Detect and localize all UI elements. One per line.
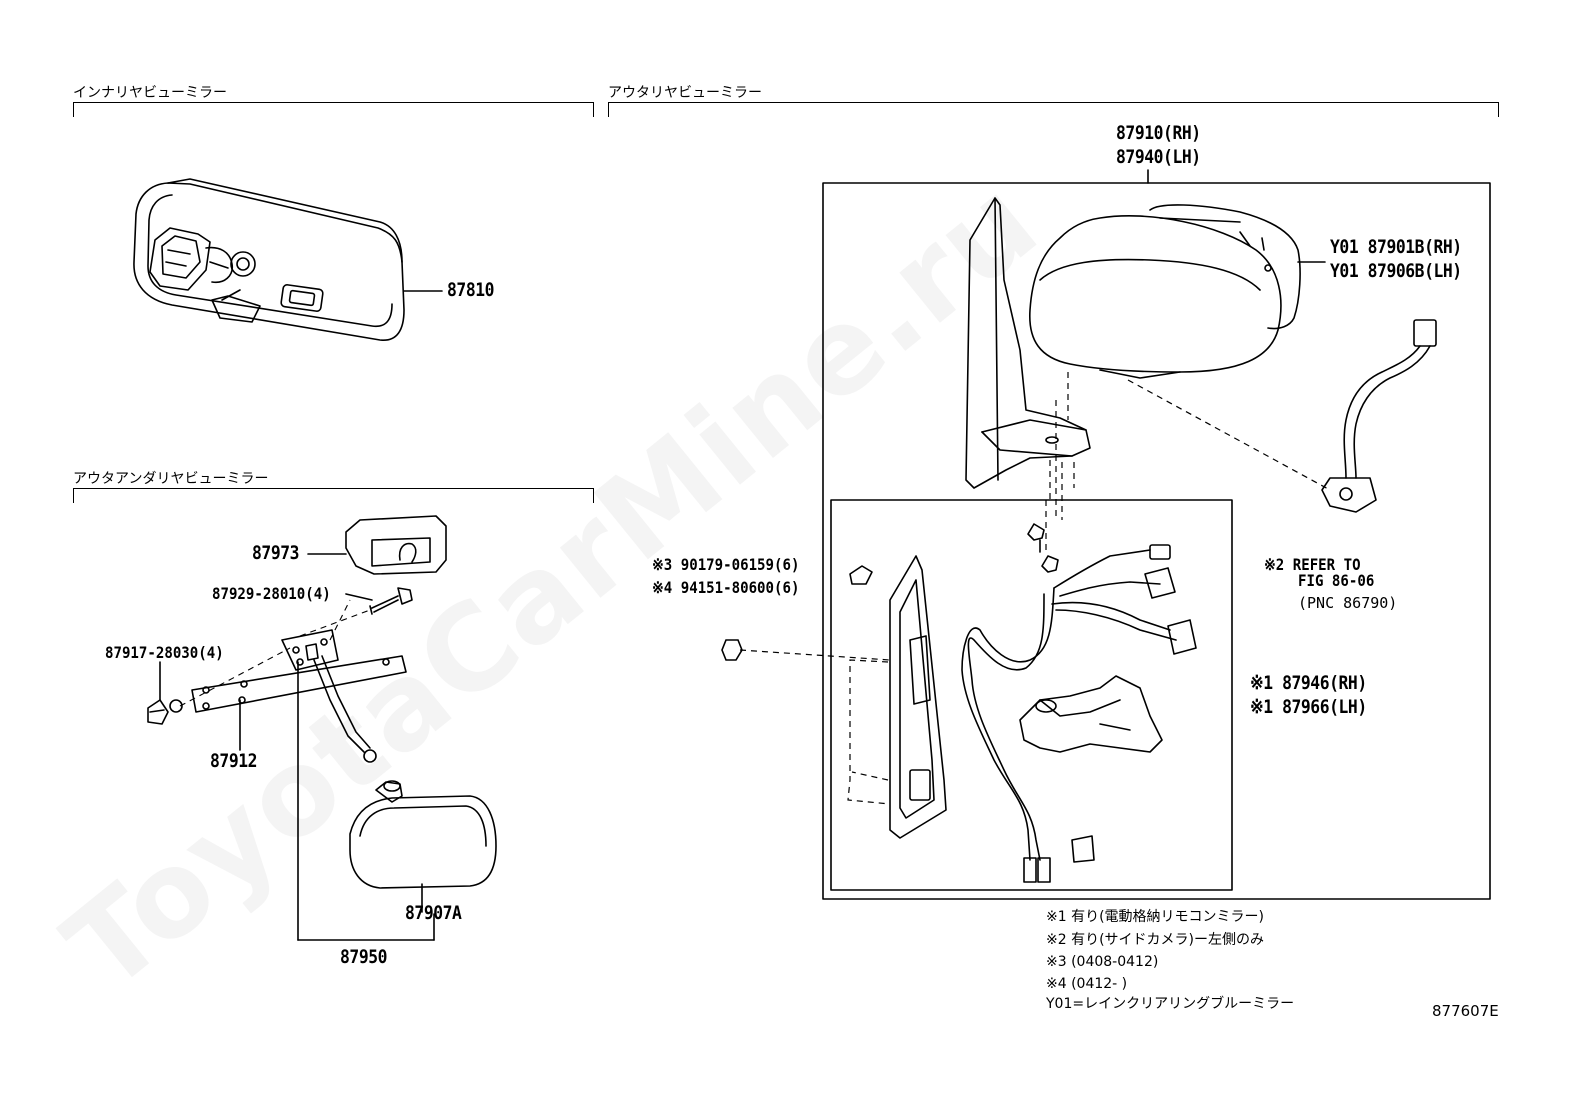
part-87910-rh: 87910(RH) xyxy=(1116,122,1201,144)
part-87912: 87912 xyxy=(210,750,258,772)
section-bracket xyxy=(73,102,594,117)
section-under-title: アウタアンダリヤビューミラー xyxy=(73,471,269,487)
part-87906b-lh: Y01 87906B(LH) xyxy=(1330,260,1462,282)
note-1: ※1 有り(電動格納リモコンミラー) xyxy=(1046,909,1265,925)
part-87950: 87950 xyxy=(340,946,388,968)
section-outer-mirror: アウタリヤビューミラー xyxy=(608,82,1499,122)
part-87940-lh: 87940(LH) xyxy=(1116,146,1201,168)
refer-line-2: FIG 86-06 xyxy=(1298,571,1375,590)
inner-mirror-drawing xyxy=(133,178,443,341)
part-87973: 87973 xyxy=(252,542,300,564)
note-2: ※2 有り(サイドカメラ)ー左側のみ xyxy=(1046,932,1265,948)
part-94151: ※4 94151-80600(6) xyxy=(652,578,800,597)
outer-mirror-frame xyxy=(822,182,1491,900)
part-87917: 87917-28030(4) xyxy=(105,643,224,662)
note-5: Y01=レインクリアリングブルーミラー xyxy=(1046,996,1295,1012)
part-87810: 87810 xyxy=(447,279,495,301)
part-87901b-rh: Y01 87901B(RH) xyxy=(1330,236,1462,258)
part-90179: ※3 90179-06159(6) xyxy=(652,555,800,574)
section-bracket xyxy=(608,102,1499,117)
part-87946-rh: ※1 87946(RH) xyxy=(1250,672,1367,694)
section-inner-title: インナリヤビューミラー xyxy=(73,85,227,101)
section-bracket xyxy=(73,488,594,503)
refer-line-3: (PNC 86790) xyxy=(1298,594,1398,612)
section-inner-mirror: インナリヤビューミラー xyxy=(73,82,594,122)
part-87907a: 87907A xyxy=(405,902,462,924)
part-87929: 87929-28010(4) xyxy=(212,584,331,603)
note-4: ※4 (0412- ) xyxy=(1046,976,1128,992)
subassembly-frame xyxy=(830,499,1233,891)
refer-line-1: ※2 REFER TO xyxy=(1264,555,1361,574)
note-3: ※3 (0408-0412) xyxy=(1046,954,1159,970)
figure-id: 877607E xyxy=(1432,1002,1499,1020)
section-outer-title: アウタリヤビューミラー xyxy=(608,85,762,101)
part-87966-lh: ※1 87966(LH) xyxy=(1250,696,1367,718)
section-under-mirror: アウタアンダリヤビューミラー xyxy=(73,468,594,508)
